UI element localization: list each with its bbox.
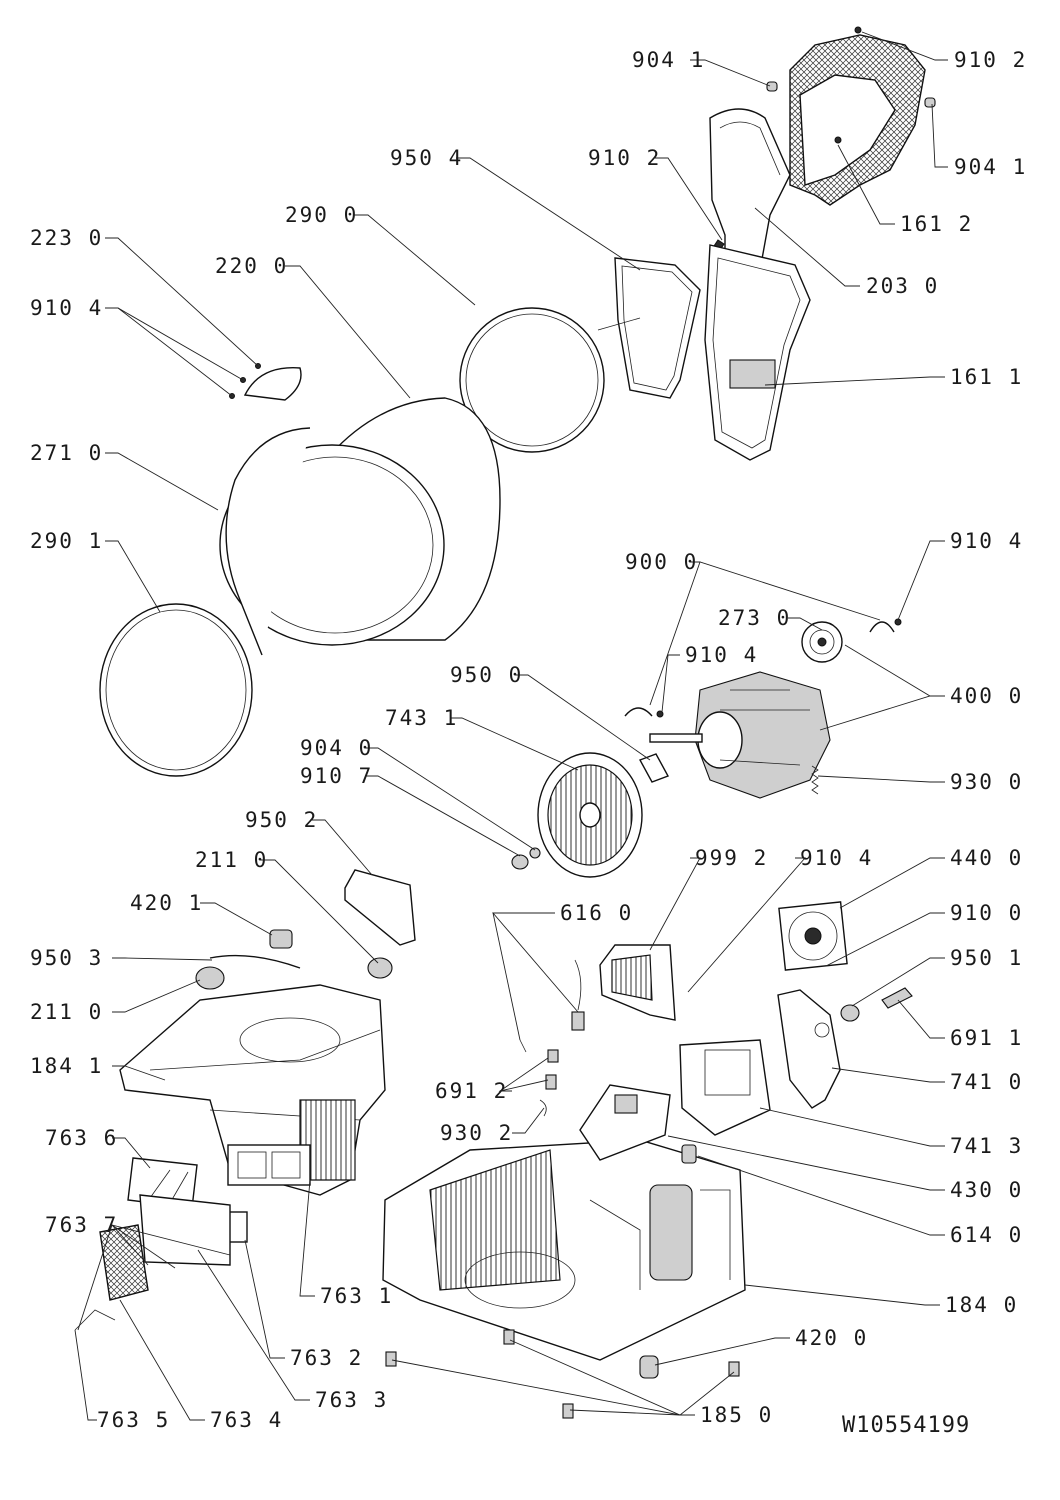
- callout-label: 430 0: [950, 1178, 1023, 1202]
- pin-904-1-drawings: [766, 81, 936, 108]
- base-front-drawing: [119, 984, 386, 1196]
- condenser-base-drawing: [382, 1139, 746, 1361]
- callout-label: 950 0: [450, 663, 523, 687]
- callout-label: 904 0: [300, 736, 373, 760]
- callout-label: 999 2: [695, 846, 768, 870]
- callout-label: 910 4: [685, 643, 758, 667]
- light-cover-drawing: [229, 363, 302, 401]
- motor-drawing: [649, 671, 831, 799]
- callout-label: 161 1: [950, 365, 1023, 389]
- leader-lines: [74, 31, 948, 1421]
- callout-label: 763 2: [290, 1346, 363, 1370]
- callout-label: 930 2: [440, 1121, 513, 1145]
- callout-label: 400 0: [950, 684, 1023, 708]
- callout-label: 904 1: [954, 155, 1027, 179]
- callout-label: 161 2: [900, 212, 973, 236]
- callout-label: 763 4: [210, 1408, 283, 1432]
- callout-label: 185 0: [700, 1403, 773, 1427]
- callout-label: 930 0: [950, 770, 1023, 794]
- callout-label: 910 4: [30, 296, 103, 320]
- callout-label: 743 1: [385, 706, 458, 730]
- callout-label: 910 4: [950, 529, 1023, 553]
- fan-wheel-drawing: [537, 752, 643, 878]
- callout-label: 910 4: [800, 846, 873, 870]
- callout-label: 273 0: [718, 606, 791, 630]
- callout-label: 220 0: [215, 254, 288, 278]
- callout-label: 184 0: [945, 1293, 1018, 1317]
- gasket-950-4-drawing: [597, 257, 701, 399]
- callout-label: 691 1: [950, 1026, 1023, 1050]
- callout-label: 950 4: [390, 146, 463, 170]
- feet-drawing: [385, 1329, 740, 1419]
- callout-label: 223 0: [30, 226, 103, 250]
- spring-930-0-drawing: [811, 765, 819, 795]
- callout-label: 614 0: [950, 1223, 1023, 1247]
- rear-filter-housing-drawing: [789, 26, 926, 206]
- callout-label: 440 0: [950, 846, 1023, 870]
- callout-label: 950 2: [245, 808, 318, 832]
- callout-label: 904 1: [632, 48, 705, 72]
- callout-label: 763 7: [45, 1213, 118, 1237]
- callout-label: 763 1: [320, 1284, 393, 1308]
- callout-label: 741 3: [950, 1134, 1023, 1158]
- callout-label: 763 5: [97, 1408, 170, 1432]
- callout-label: 910 2: [954, 48, 1027, 72]
- front-ring-drawing: [225, 427, 311, 656]
- document-id: W10554199: [842, 1413, 970, 1438]
- cooling-fan-drawing: [778, 901, 848, 971]
- callout-label: 900 0: [625, 550, 698, 574]
- callout-label: 211 0: [30, 1000, 103, 1024]
- callout-label: 184 1: [30, 1054, 103, 1078]
- drive-belt-290-1-drawing: [99, 603, 253, 777]
- drum-belt-290-0-drawing: [459, 307, 605, 453]
- callout-label: 950 1: [950, 946, 1023, 970]
- callout-label: 211 0: [195, 848, 268, 872]
- duct-frame-161-1-drawing: [704, 244, 811, 461]
- part-drawings: [74, 26, 936, 1419]
- callout-label: 420 1: [130, 891, 203, 915]
- callout-label: 950 3: [30, 946, 103, 970]
- rear-duct-drawing: [709, 108, 791, 271]
- callout-label: 741 0: [950, 1070, 1023, 1094]
- callout-label: 763 3: [315, 1388, 388, 1412]
- callout-label: 910 2: [588, 146, 661, 170]
- callout-label: 290 0: [285, 203, 358, 227]
- callout-label: 290 1: [30, 529, 103, 553]
- callout-label: 271 0: [30, 441, 103, 465]
- callout-label: 203 0: [866, 274, 939, 298]
- callout-label: 420 0: [795, 1326, 868, 1350]
- callout-label: 691 2: [435, 1079, 508, 1103]
- seal-950-2-drawing: [344, 869, 416, 946]
- callout-label: 763 6: [45, 1126, 118, 1150]
- pulley-drawing: [801, 621, 843, 663]
- callout-label: 910 0: [950, 901, 1023, 925]
- callout-labels: 904 1 910 2 904 1 950 4 910 2 161 2 290 …: [30, 48, 1027, 1432]
- callout-label: 616 0: [560, 901, 633, 925]
- callout-label: 910 7: [300, 764, 373, 788]
